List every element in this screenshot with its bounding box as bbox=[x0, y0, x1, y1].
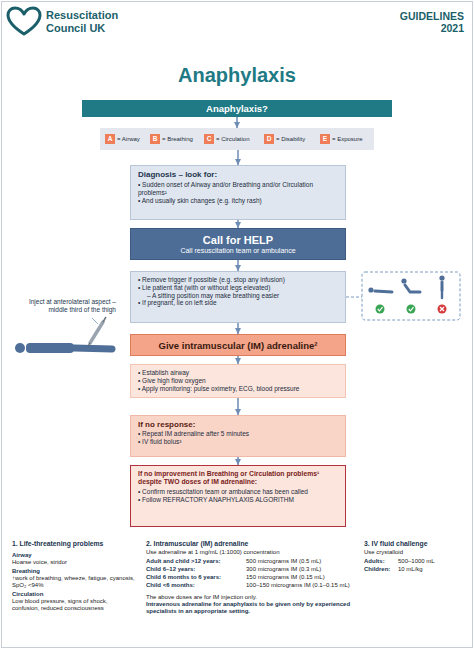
response-box: If no response:• Repeat IM adrenaline af… bbox=[130, 415, 346, 457]
bul-text: • Lie patient flat (with or without legs… bbox=[138, 284, 338, 292]
table-cell: Child 6–12 years: bbox=[146, 566, 244, 573]
section-heading: 1. Life-threatening problems bbox=[12, 540, 136, 548]
position-panel bbox=[362, 272, 460, 320]
table-cell: Children: bbox=[364, 566, 398, 573]
lettxt-text: = Airway bbox=[117, 136, 140, 142]
flow-arrow bbox=[237, 220, 239, 228]
brand-name: Resuscitation Council UK bbox=[46, 9, 130, 34]
bul-text: • Follow REFRACTORY ANAPHYLAXIS ALGORITH… bbox=[138, 496, 338, 504]
sub-text: – A sitting position may make breathing … bbox=[138, 292, 338, 300]
bul-text: • Give high flow oxygen bbox=[138, 377, 338, 385]
table-cell: Adult and child >12 years: bbox=[146, 558, 244, 565]
position-marks bbox=[376, 305, 447, 314]
helpsub-text: Call resuscitation team or ambulance bbox=[180, 247, 295, 254]
table-cell: 500 micrograms IM (0.5 mL) bbox=[246, 558, 358, 565]
bul-text: • If pregnant, lie on left side bbox=[138, 299, 338, 307]
letter-text: A bbox=[105, 134, 115, 144]
bul-text: • Establish airway bbox=[138, 369, 338, 377]
page-title: Anaphylaxis bbox=[0, 64, 474, 87]
injection-figure bbox=[15, 317, 112, 353]
abcde-item: C= Circulation bbox=[204, 134, 262, 144]
table-cell: 150 micrograms IM (0.15 mL) bbox=[246, 574, 358, 581]
subheading: Breathing bbox=[12, 568, 136, 575]
letter-text: D bbox=[264, 134, 274, 144]
abcde-item: D= Disability bbox=[264, 134, 318, 144]
flow-arrow bbox=[237, 150, 239, 165]
bul-text: • IV fluid bolus³ bbox=[138, 438, 338, 446]
table-cell: 10 mL/kg bbox=[398, 566, 464, 573]
note-text: Intravenous adrenaline for anaphylaxis t… bbox=[146, 601, 356, 615]
adr-text: Give intramuscular (IM) adrenaline² bbox=[159, 340, 318, 351]
leader-line bbox=[346, 297, 362, 298]
head2-text: If no response: bbox=[138, 420, 338, 429]
logo-heart bbox=[8, 8, 40, 34]
adrenaline-box: Give intramuscular (IM) adrenaline² bbox=[130, 334, 346, 356]
note-text: Hoarse voice, stridor bbox=[12, 559, 136, 566]
table-cell: 500–1000 mL bbox=[398, 558, 464, 565]
bul-text: • Repeat IM adrenaline after 5 minutes bbox=[138, 430, 338, 438]
table-cell: Adults: bbox=[364, 558, 398, 565]
letter-text: C bbox=[204, 134, 214, 144]
subheading: Circulation bbox=[12, 591, 136, 598]
abcde-item: A= Airway bbox=[105, 134, 147, 144]
escalation-box: If no improvement in Breathing or Circul… bbox=[130, 465, 346, 527]
band-text: Anaphylaxis? bbox=[206, 103, 268, 114]
guideline-year: GUIDELINES 2021 bbox=[384, 10, 464, 34]
note-text: ↑work of breathing, wheeze, fatigue, cya… bbox=[12, 575, 136, 589]
flow-arrow bbox=[237, 356, 239, 364]
table-cell: Child <6 months: bbox=[146, 582, 244, 589]
action-box: • Establish airway• Give high flow oxyge… bbox=[130, 364, 346, 398]
head-text: Diagnosis – look for: bbox=[138, 170, 338, 179]
start-band: Anaphylaxis? bbox=[82, 100, 392, 117]
diagnosis-box: Diagnosis – look for: • Sudden onset of A… bbox=[130, 165, 346, 220]
lettxt-text: = Breathing bbox=[162, 136, 193, 142]
bul-text: • Apply monitoring: pulse oximetry, ECG,… bbox=[138, 385, 338, 393]
section-heading: 2. Intramuscular (IM) adrenaline bbox=[146, 540, 356, 548]
lettxt-text: = Exposure bbox=[332, 136, 363, 142]
flow-arrow bbox=[237, 398, 239, 415]
help-box: Call for HELPCall resuscitation team or … bbox=[130, 228, 346, 260]
note-text: The above doses are for IM injection onl… bbox=[146, 594, 356, 601]
abcde-item: B= Breathing bbox=[150, 134, 202, 144]
section-heading: 3. IV fluid challenge bbox=[364, 540, 464, 548]
note-text: Use adrenaline at 1 mg/mL (1:1000) conce… bbox=[146, 549, 356, 556]
letter-text: B bbox=[150, 134, 160, 144]
table-cell: 300 micrograms IM (0.3 mL) bbox=[246, 566, 358, 573]
position-figures bbox=[368, 275, 444, 298]
flow-arrow bbox=[237, 323, 239, 334]
helphead-text: Call for HELP bbox=[203, 234, 273, 246]
bul-text: • Confirm resuscitation team or ambulanc… bbox=[138, 488, 338, 496]
note-text: Use crystalloid bbox=[364, 549, 464, 556]
subheading: Airway bbox=[12, 552, 136, 559]
lettxt-text: = Disability bbox=[276, 136, 305, 142]
action-box: • Remove trigger if possible (e.g. stop … bbox=[130, 271, 346, 323]
bul-text: • Remove trigger if possible (e.g. stop … bbox=[138, 276, 338, 284]
bul-text: • Sudden onset of Airway and/or Breathin… bbox=[138, 181, 338, 197]
letter-text: E bbox=[320, 134, 330, 144]
flow-arrow bbox=[237, 457, 239, 465]
abcde-band: A= AirwayB= BreathingC= CirculationD= Di… bbox=[100, 128, 374, 150]
note-text: Low blood pressure, signs of shock, conf… bbox=[12, 598, 136, 612]
redhead-text: If no improvement in Breathing or Circul… bbox=[138, 470, 338, 486]
lettxt-text: = Circulation bbox=[216, 136, 250, 142]
flow-arrow bbox=[237, 260, 239, 271]
leader-note: Inject at anterolateral aspect – middle … bbox=[24, 298, 116, 313]
table-cell: 100–150 micrograms IM (0.1–0.15 mL) bbox=[246, 582, 358, 589]
flow-arrow bbox=[236, 117, 238, 128]
bul-text: • And usually skin changes (e.g. itchy r… bbox=[138, 197, 338, 205]
table-cell: Child 6 months to 6 years: bbox=[146, 574, 244, 581]
abcde-item: E= Exposure bbox=[320, 134, 372, 144]
